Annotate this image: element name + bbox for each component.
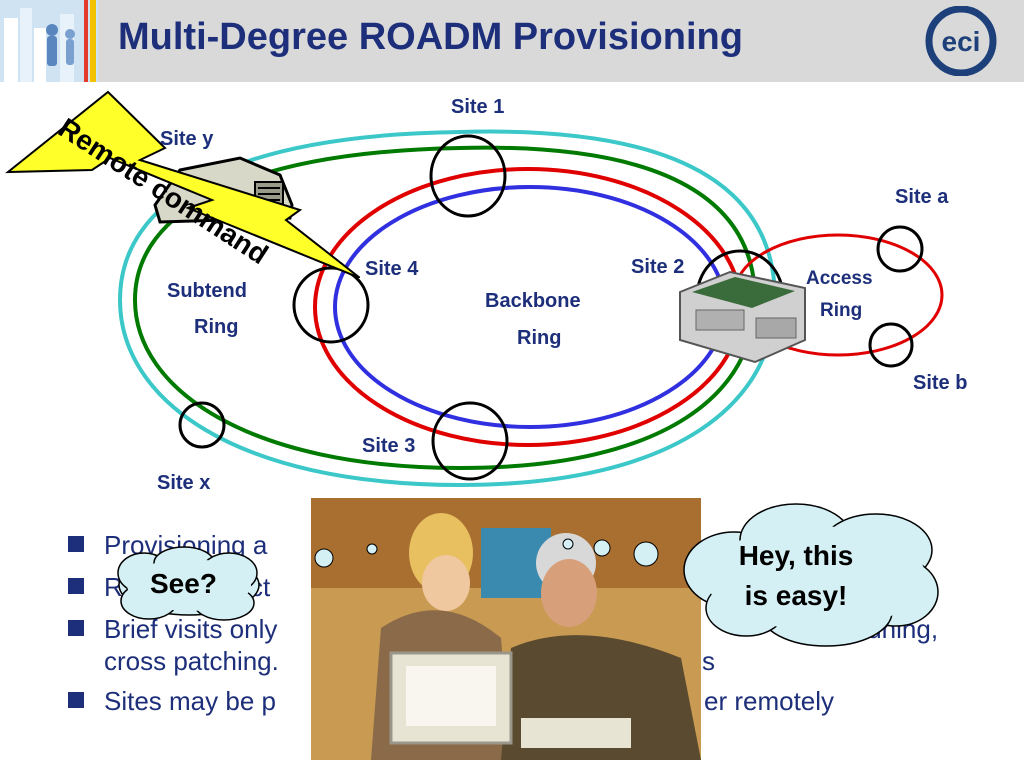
access-ring-label-1: Access	[806, 268, 873, 289]
site4-node	[292, 266, 370, 344]
bullet-4: Sites may be p	[68, 686, 276, 717]
see-thought-cloud	[117, 546, 260, 621]
hey-callout-text: Hey, this is easy!	[716, 536, 876, 616]
green-ring	[132, 145, 758, 471]
bullet-square-icon	[68, 692, 84, 708]
site1-label: Site 1	[451, 96, 505, 118]
sitex-label: Site x	[157, 472, 211, 494]
subtend-ring-label-2: Ring	[194, 316, 239, 338]
sitex-node	[178, 401, 226, 449]
hey-thought-dots	[562, 538, 659, 567]
site3-node	[431, 401, 509, 481]
siteb-label: Site b	[913, 372, 968, 394]
site4-label: Site 4	[365, 258, 419, 280]
hey-callout-line-2: is easy!	[744, 580, 848, 611]
see-callout-text: See?	[150, 568, 217, 599]
see-thought-dots	[314, 543, 378, 568]
siteb-node	[868, 322, 914, 368]
city-people-icon	[0, 0, 98, 82]
roadm-device-icon	[679, 270, 806, 364]
bullet-2: R	[68, 572, 123, 603]
svg-text:eci: eci	[942, 26, 981, 57]
site2-label: Site 2	[631, 256, 685, 278]
remote-command-bolt	[5, 90, 360, 278]
cyan-ring	[117, 129, 778, 488]
sitea-label: Site a	[895, 186, 949, 208]
bullet-square-icon	[68, 536, 84, 552]
bullet-square-icon	[68, 620, 84, 636]
access-ring-label-2: Ring	[820, 300, 863, 321]
eci-logo: eci	[925, 6, 997, 76]
subtend-ring-label-1: Subtend	[167, 280, 247, 302]
page-title: Multi-Degree ROADM Provisioning	[118, 16, 743, 58]
backbone-ring-label-1: Backbone	[485, 290, 581, 312]
sitea-node	[876, 225, 924, 273]
bullet-3-continued-tail: s	[702, 646, 715, 676]
hey-callout-line-1: Hey, this	[738, 540, 854, 571]
people-at-computer-photo	[311, 498, 701, 760]
site3-label: Site 3	[362, 435, 416, 457]
bullet-square-icon	[68, 578, 84, 594]
bullet-3-continued: cross patching.	[104, 646, 279, 676]
site1-node	[429, 134, 507, 218]
backbone-ring-label-2: Ring	[517, 327, 562, 349]
bullet-4-tail: er remotely	[704, 686, 835, 716]
sitey-label: Site y	[160, 128, 214, 150]
hey-thought-cloud	[683, 503, 939, 647]
bullet-3: Brief visits only	[68, 614, 277, 645]
header-bar: Multi-Degree ROADM Provisioning eci	[0, 0, 1024, 82]
